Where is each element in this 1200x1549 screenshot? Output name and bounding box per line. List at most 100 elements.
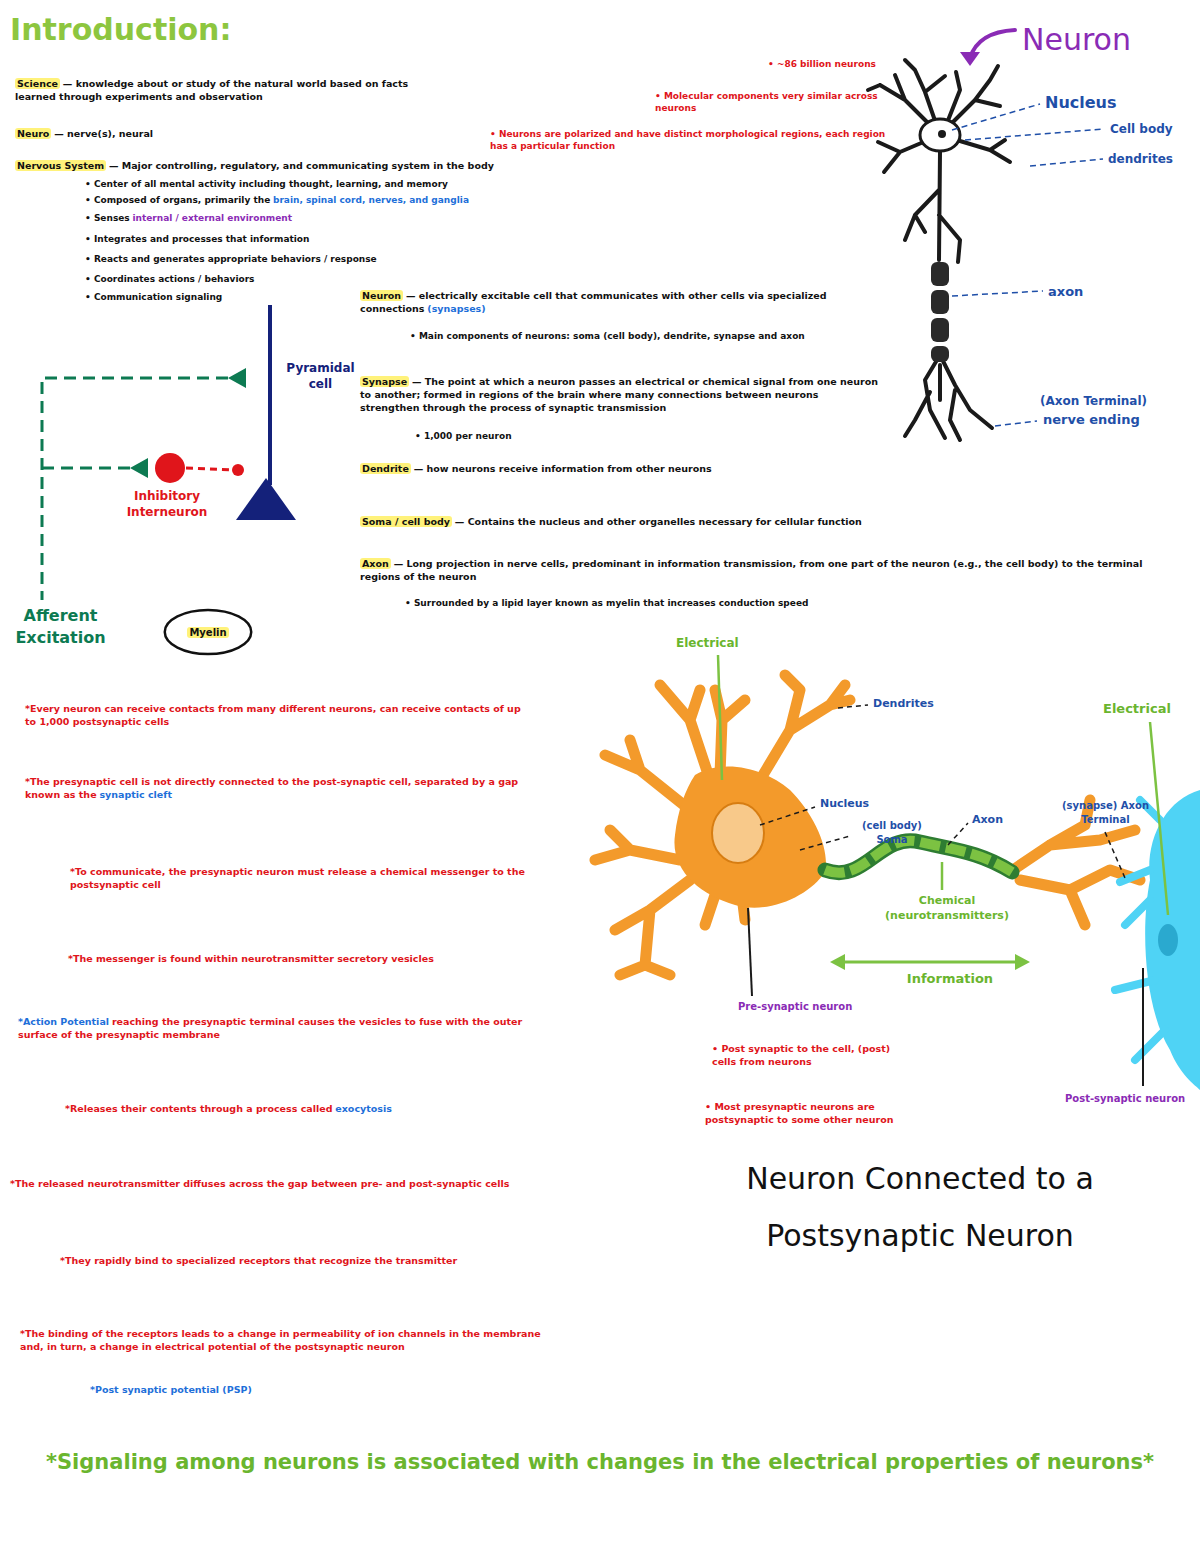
note-text: • Main components of neurons: soma (cell… xyxy=(410,331,805,341)
note-line: nerve ending xyxy=(1043,411,1193,429)
note-line: dendrites xyxy=(1108,151,1196,167)
highlighted-term: Soma / cell body xyxy=(360,516,452,527)
soma-shape xyxy=(674,767,826,908)
note-line: *Signaling among neurons is associated w… xyxy=(10,1448,1190,1476)
note-text: *The presynaptic cell is not directly co… xyxy=(25,776,518,800)
myelin-segments xyxy=(931,262,949,362)
note-line: • Center of all mental activity includin… xyxy=(85,178,505,190)
note-line: • Post synaptic to the cell, (post) cell… xyxy=(712,1043,912,1069)
note-line: *The messenger is found within neurotran… xyxy=(68,953,548,966)
note-line: Electrical xyxy=(676,635,766,651)
note-line: Post-synaptic neuron xyxy=(1065,1092,1193,1106)
note-line: (synapse) Axon Terminal xyxy=(1058,799,1153,826)
myelin-sheath xyxy=(825,841,1012,873)
note-text: *To communicate, the presynaptic neuron … xyxy=(70,866,525,890)
note-text: (cell body) Soma xyxy=(862,820,922,845)
note-text: nerve ending xyxy=(1043,412,1140,427)
note-line: *Post synaptic potential (PSP) xyxy=(90,1384,390,1397)
note-line: Science— knowledge about or study of the… xyxy=(15,78,425,104)
note-text: brain, spinal cord, nerves, and ganglia xyxy=(273,195,469,205)
note-text: Pyramidal cell xyxy=(286,361,354,391)
note-text: *Action Potential xyxy=(18,1016,109,1027)
axon-shape xyxy=(825,841,1012,873)
note-line: Nucleus xyxy=(820,797,900,812)
note-text: Afferent Excitation xyxy=(15,606,105,647)
nucleus-shape xyxy=(712,803,764,863)
note-line: axon xyxy=(1048,283,1128,301)
note-text: *The messenger is found within neurotran… xyxy=(68,953,434,964)
note-text: (Axon Terminal) xyxy=(1040,394,1147,408)
note-line: *The binding of the receptors leads to a… xyxy=(20,1328,565,1354)
note-text: — Major controlling, regulatory, and com… xyxy=(109,160,494,171)
note-line: • 1,000 per neuron xyxy=(415,430,615,442)
note-text: (synapse) Axon Terminal xyxy=(1062,800,1149,825)
note-text: Neuron xyxy=(1022,22,1131,57)
note-line: (Axon Terminal) xyxy=(1040,393,1190,409)
note-line: Chemical (neurotransmitters) xyxy=(872,894,1022,924)
note-text: synaptic cleft xyxy=(99,789,172,800)
note-text: • Most presynaptic neurons are postsynap… xyxy=(705,1101,894,1125)
note-line: *Action Potentialreaching the presynapti… xyxy=(18,1016,558,1042)
note-text: • Composed of organs, primarily the xyxy=(85,195,270,205)
note-text: • Molecular components very similar acro… xyxy=(655,91,878,113)
note-line: • Composed of organs, primarily thebrain… xyxy=(85,194,505,206)
note-text: • Coordinates actions / behaviors xyxy=(85,274,254,284)
note-line: Dendrites xyxy=(873,697,963,712)
note-text: Post-synaptic neuron xyxy=(1065,1093,1185,1104)
note-text: • Integrates and processes that informat… xyxy=(85,234,309,244)
note-text: • Center of all mental activity includin… xyxy=(85,179,448,189)
note-line: Axon— Long projection in nerve cells, pr… xyxy=(360,558,1150,584)
postsynaptic-nucleus xyxy=(1158,924,1178,956)
note-text: • ~86 billion neurons xyxy=(768,59,876,69)
page-title: Introduction: xyxy=(10,12,231,47)
note-text: • Neurons are polarized and have distinc… xyxy=(490,129,885,151)
note-text: Electrical xyxy=(1103,701,1171,716)
highlighted-term: Nervous System xyxy=(15,160,106,171)
note-line: Afferent Excitation xyxy=(3,605,118,648)
note-line: *The presynaptic cell is not directly co… xyxy=(25,776,545,802)
note-line: *Releases their contents through a proce… xyxy=(65,1103,545,1116)
information-arrow xyxy=(830,954,1030,970)
note-line: Information xyxy=(880,970,1020,988)
postsynaptic-dendrites xyxy=(1115,800,1165,1060)
note-line: • ~86 billion neurons xyxy=(768,58,968,70)
note-text: — knowledge about or study of the natura… xyxy=(15,78,408,102)
note-text: • Senses xyxy=(85,213,130,223)
arrow-head xyxy=(960,52,980,66)
note-text: Axon xyxy=(972,813,1003,826)
highlighted-term: Science xyxy=(15,78,60,89)
figure-caption: Neuron Connected to a Postsynaptic Neuro… xyxy=(715,1150,1125,1264)
note-line: Dendrite— how neurons receive informatio… xyxy=(360,463,880,476)
note-text: — how neurons receive information from o… xyxy=(414,463,712,474)
note-line: • Surrounded by a lipid layer known as m… xyxy=(405,597,905,609)
note-text: — nerve(s), neural xyxy=(54,128,153,139)
note-text: exocytosis xyxy=(335,1103,392,1114)
note-line: Nervous System— Major controlling, regul… xyxy=(15,160,495,173)
note-text: internal / external environment xyxy=(132,213,292,223)
note-line: Pyramidal cell xyxy=(283,360,358,392)
note-line: • Neurons are polarized and have distinc… xyxy=(490,128,890,152)
leader-lines xyxy=(952,104,1104,426)
note-text: Information xyxy=(907,971,993,986)
note-text: Cell body xyxy=(1110,122,1173,136)
note-line: • Sensesinternal / external environment xyxy=(85,212,505,224)
note-text: • Communication signaling xyxy=(85,292,222,302)
note-line: (cell body) Soma xyxy=(852,819,932,846)
note-text: Dendrites xyxy=(873,697,934,710)
note-text: Pre-synaptic neuron xyxy=(738,1001,852,1012)
note-line: Soma / cell body— Contains the nucleus a… xyxy=(360,516,960,529)
note-text: dendrites xyxy=(1108,152,1173,166)
note-text: Chemical (neurotransmitters) xyxy=(885,894,1009,922)
note-line: • Most presynaptic neurons are postsynap… xyxy=(705,1101,945,1127)
note-text: *Post synaptic potential (PSP) xyxy=(90,1384,252,1395)
note-text: *Every neuron can receive contacts from … xyxy=(25,703,521,727)
note-text: • Post synaptic to the cell, (post) cell… xyxy=(712,1043,890,1067)
node-text: Myelin xyxy=(187,627,228,638)
note-line: Inhibitory Interneuron xyxy=(112,488,222,520)
note-text: (synapses) xyxy=(427,303,485,314)
highlighted-term: Neuron xyxy=(360,290,403,301)
note-line: *They rapidly bind to specialized recept… xyxy=(60,1255,560,1268)
note-text: *The released neurotransmitter diffuses … xyxy=(10,1178,509,1189)
